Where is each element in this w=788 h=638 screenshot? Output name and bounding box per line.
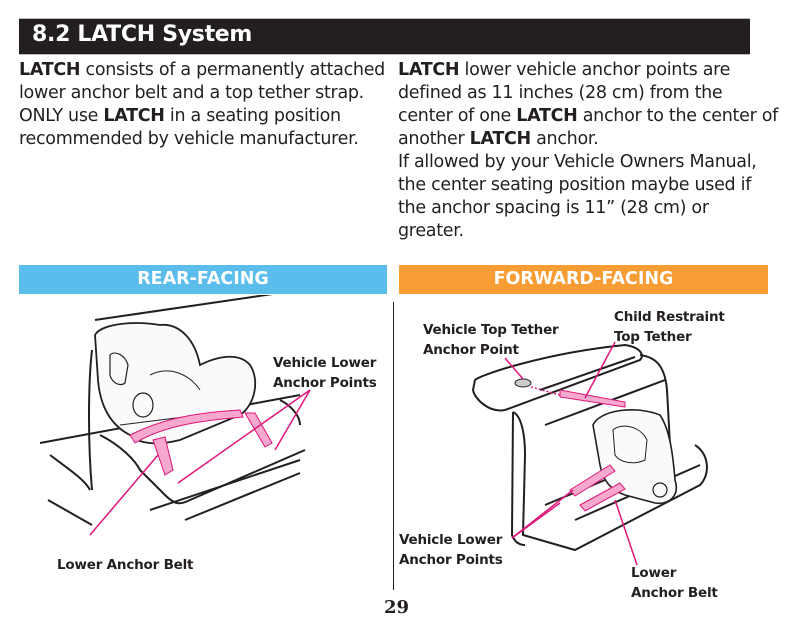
- forward-callout-lines: [504, 341, 638, 566]
- paragraph-text: consists of a permanently attached lower…: [19, 60, 385, 103]
- forward-label-vehicle-lower-anchor-points: Vehicle Lower Anchor Points: [399, 530, 503, 570]
- paragraph-text: anchor.: [530, 129, 599, 149]
- panel-divider: [393, 302, 394, 590]
- forward-facing-band: FORWARD-FACING: [399, 265, 768, 294]
- label-line: Vehicle Lower: [273, 355, 377, 371]
- latch-term: LATCH: [516, 106, 578, 126]
- section-header: 8.2 LATCH System: [19, 18, 750, 55]
- lower-anchor-straps: [129, 409, 273, 476]
- rear-callout-lines: [89, 389, 311, 536]
- intro-right-paragraph-1: LATCH lower vehicle anchor points are de…: [398, 59, 778, 151]
- intro-left-paragraph-1: LATCH consists of a permanently attached…: [19, 59, 389, 105]
- paragraph-text: in a seating position recommended by veh…: [19, 106, 359, 149]
- intro-left-paragraph-2: ONLY use LATCH in a seating position rec…: [19, 105, 389, 151]
- paragraph-text: lower vehicle anchor points are defined …: [398, 60, 731, 126]
- page-number: 29: [384, 597, 410, 618]
- top-tether-anchor-icon: [514, 378, 532, 388]
- latch-term: LATCH: [103, 106, 165, 126]
- rear-facing-illustration: [39, 295, 311, 536]
- label-line: Anchor Points: [273, 375, 377, 391]
- section-title: 8.2 LATCH System: [32, 22, 253, 47]
- rear-facing-band: REAR-FACING: [19, 265, 387, 294]
- forward-label-child-restraint-top-tether: Child Restraint Top Tether: [614, 307, 725, 347]
- label-line: Lower: [631, 565, 677, 581]
- forward-label-lower-anchor-belt: Lower Anchor Belt: [631, 563, 718, 603]
- label-line: Anchor Points: [399, 552, 503, 568]
- label-line: Child Restraint: [614, 309, 725, 325]
- label-line: Top Tether: [614, 329, 692, 345]
- rear-label-vehicle-lower-anchor-points: Vehicle Lower Anchor Points: [273, 353, 377, 393]
- latch-term: LATCH: [469, 129, 532, 149]
- forward-facing-illustration: [471, 341, 708, 566]
- label-line: Anchor Point: [423, 342, 519, 358]
- intro-left-column: LATCH consists of a permanently attached…: [19, 59, 389, 151]
- latch-term: LATCH: [19, 60, 81, 80]
- forward-label-vehicle-top-tether-anchor-point: Vehicle Top Tether Anchor Point: [423, 320, 559, 360]
- paragraph-text: ONLY use: [19, 106, 104, 126]
- paragraph-text: anchor to the center of another: [398, 106, 779, 149]
- intro-right-column: LATCH lower vehicle anchor points are de…: [398, 59, 778, 243]
- label-line: Vehicle Top Tether: [423, 322, 559, 338]
- latch-term: LATCH: [398, 60, 460, 80]
- label-line: Anchor Belt: [631, 585, 718, 601]
- rear-label-lower-anchor-belt: Lower Anchor Belt: [57, 557, 194, 573]
- intro-right-paragraph-2: If allowed by your Vehicle Owners Manual…: [398, 152, 757, 241]
- tether-and-anchors: [514, 378, 626, 512]
- child-seat-forward: [592, 409, 677, 505]
- label-line: Vehicle Lower: [399, 532, 503, 548]
